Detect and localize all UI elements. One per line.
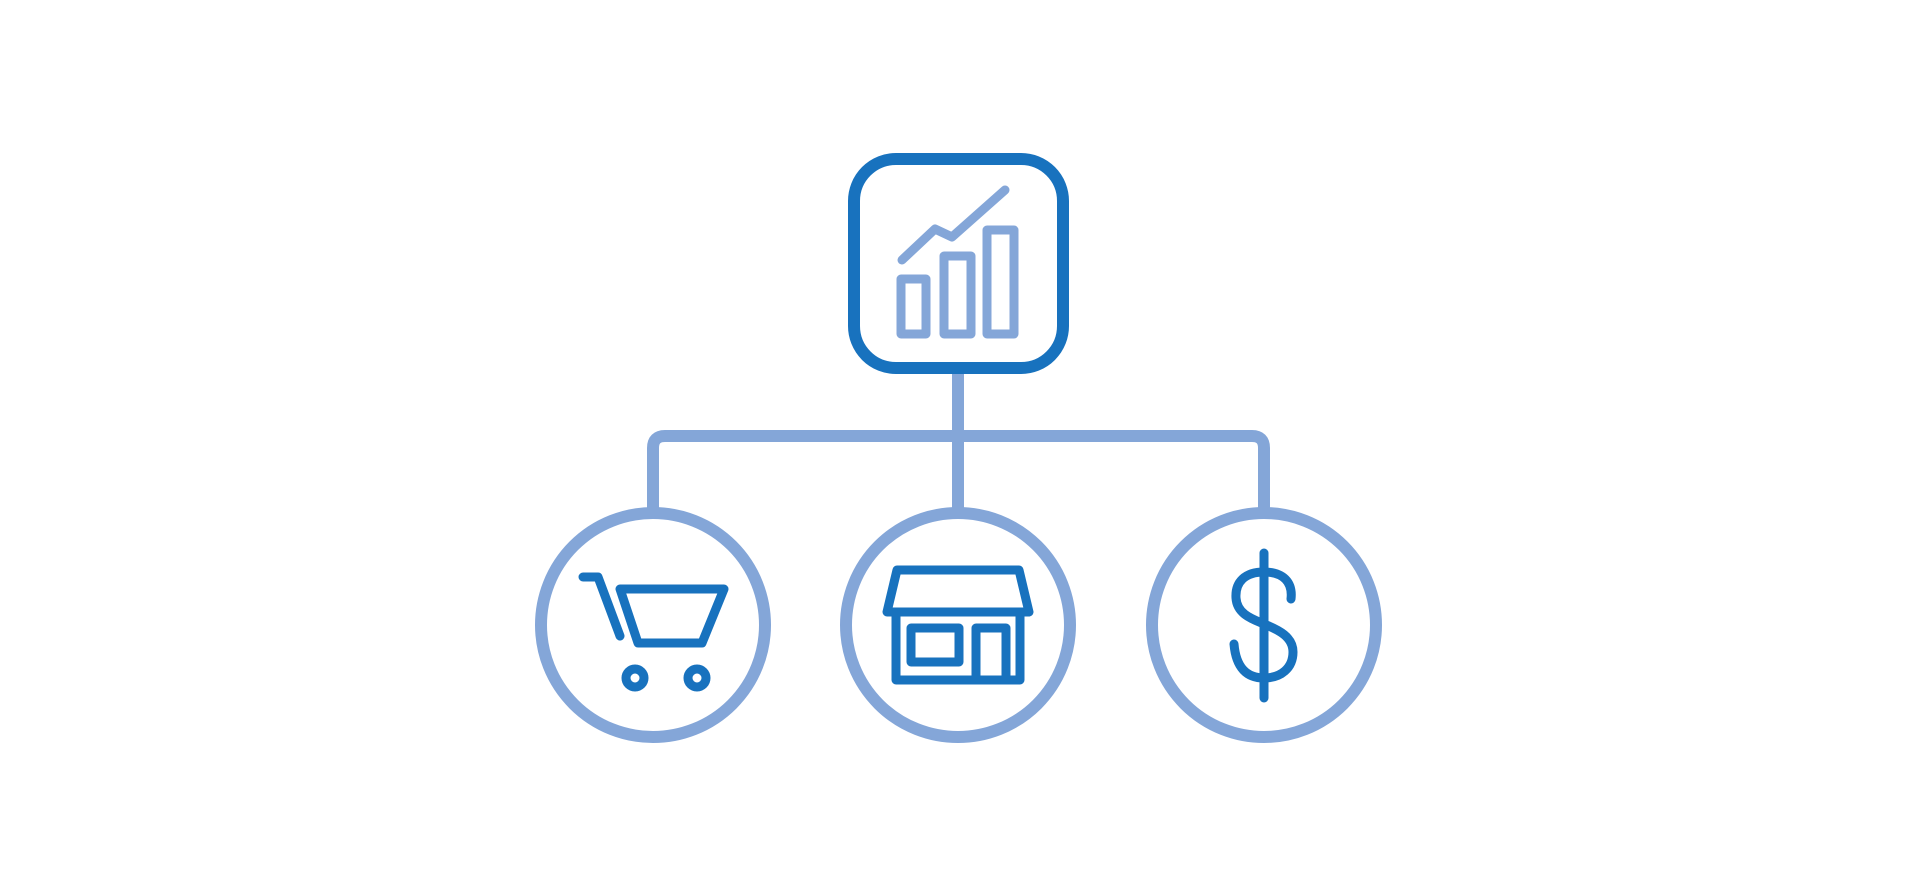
root-node <box>848 153 1069 374</box>
child-node-dollar <box>1146 507 1382 743</box>
store-awning <box>882 565 1034 617</box>
shopping-cart-icon <box>578 572 729 692</box>
storefront-icon <box>882 565 1034 685</box>
chart-bar-1 <box>896 274 931 339</box>
cart-handle-body <box>578 572 625 641</box>
cart-basket <box>615 584 729 648</box>
chart-trend-line <box>897 185 1010 265</box>
store-window <box>906 623 964 667</box>
child-node-store <box>840 507 1076 743</box>
child-node-cart <box>535 507 771 743</box>
dollar-s-curve <box>1229 567 1298 683</box>
cart-wheel-right <box>683 664 711 692</box>
bar-chart-trend-icon <box>896 185 1019 339</box>
child-node-cart-ring <box>535 507 771 743</box>
chart-bar-3 <box>982 225 1019 339</box>
chart-bar-2 <box>939 251 976 339</box>
dollar-sign-icon <box>1229 548 1298 703</box>
store-door <box>971 623 1011 685</box>
store-building <box>891 607 1025 685</box>
cart-wheel-left <box>621 664 649 692</box>
connector-lines <box>647 370 1270 512</box>
